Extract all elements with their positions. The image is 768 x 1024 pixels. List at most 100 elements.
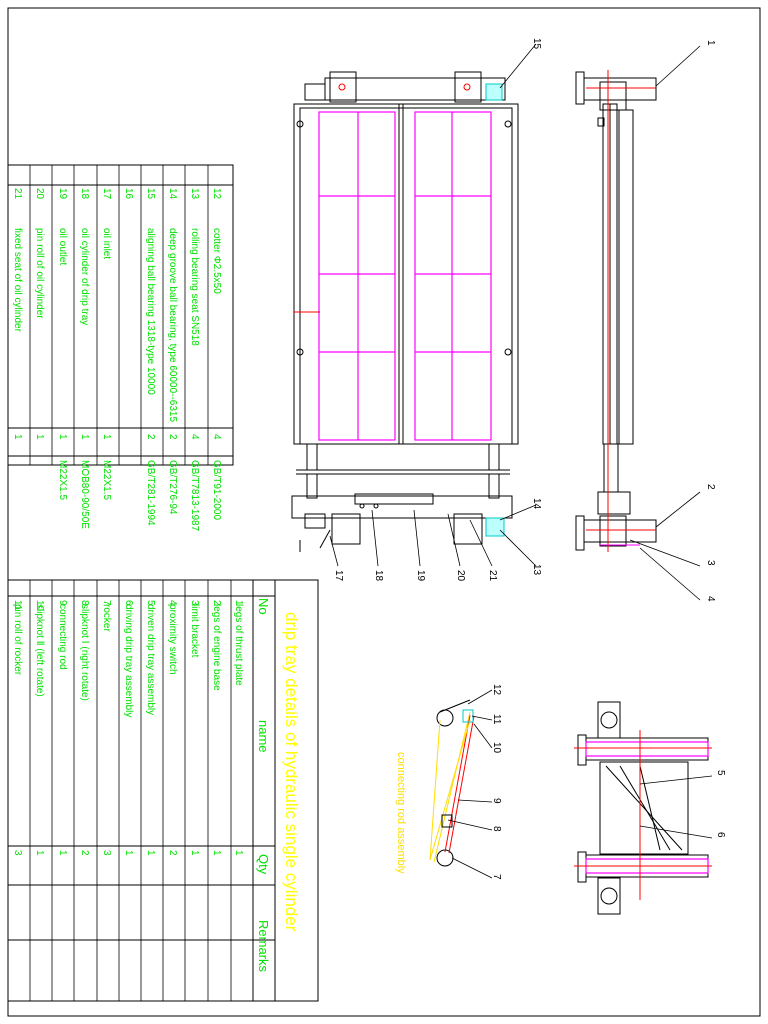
balloon-10: 10 — [491, 742, 502, 754]
parts-table-upper — [7, 164, 234, 466]
parts-upper-cell-remarks: GB/T7813-1987 — [189, 460, 200, 532]
drip-tray-panels — [318, 111, 492, 441]
parts-upper-cell-no: 18 — [79, 188, 90, 200]
parts-upper-cell-remarks: GB/T91-2000 — [211, 460, 222, 520]
parts-upper-cell-name: oil outlet — [57, 228, 68, 265]
balloon-21: 21 — [487, 570, 498, 582]
subassembly-label: connecting rod assembly — [395, 752, 407, 874]
section-view — [577, 701, 709, 915]
parts-upper-cell-remarks: M22X1.5 — [101, 460, 112, 500]
parts-upper-cell-no: 17 — [101, 188, 112, 200]
parts-upper-cell-name: aligning ball bearing 1318-type 10000 — [145, 228, 156, 395]
balloon-18: 18 — [373, 570, 384, 582]
part-balloons: 1 2 3 4 5 6 15 14 13 17 18 19 20 21 12 1… — [333, 38, 726, 880]
balloon-7: 7 — [491, 874, 502, 880]
parts-lower-cell-qty: 3 — [101, 850, 112, 856]
balloon-19: 19 — [415, 570, 426, 582]
parts-lower-cell-name: legs of thrust plate — [233, 604, 244, 686]
balloon-12: 12 — [491, 684, 502, 696]
balloon-17: 17 — [333, 570, 344, 582]
parts-lower-cell-qty: 1 — [211, 850, 222, 856]
balloon-4: 4 — [705, 596, 716, 602]
balloon-14: 14 — [531, 498, 542, 510]
parts-lower-cell-qty: 2 — [167, 850, 178, 856]
parts-upper-cell-no: 15 — [145, 188, 156, 200]
parts-upper-cell-qty: 1 — [57, 434, 68, 440]
parts-upper-cell-no: 16 — [123, 188, 134, 200]
parts-upper-cell-no: 21 — [12, 188, 23, 200]
balloon-13: 13 — [531, 564, 542, 576]
parts-upper-cell-no: 13 — [189, 188, 200, 200]
parts-upper-cell-name: oil cylinder of drip tray — [79, 228, 90, 325]
parts-lower-cell-name: proximity switch — [167, 604, 178, 675]
parts-lower-cell-name: slipknot Ⅰ (right rotate) — [79, 604, 90, 701]
parts-lower-cell-no: 9 — [57, 600, 68, 606]
parts-upper-cell-name: fixed seat of oil cylinder — [12, 228, 23, 333]
balloon-9: 9 — [491, 798, 502, 804]
parts-lower-cell-no: 2 — [211, 600, 222, 606]
parts-lower-cell-name: driving drip tray assembly — [123, 604, 134, 717]
parts-lower-cell-name: limit bracket — [189, 604, 200, 658]
parts-lower-cell-qty: 1 — [57, 850, 68, 856]
balloon-8: 8 — [491, 826, 502, 832]
plan-view — [291, 71, 519, 552]
balloon-3: 3 — [705, 560, 716, 566]
parts-upper-cell-name: rolling bearing seat SN518 — [189, 228, 200, 346]
parts-lower-cell-no: 8 — [79, 600, 90, 606]
parts-upper-cell-qty: 4 — [211, 434, 222, 440]
parts-upper-cell-qty: 1 — [79, 434, 90, 440]
parts-lower-cell-name: connecting rod — [57, 604, 68, 670]
balloon-1: 1 — [705, 40, 716, 46]
parts-lower-cell-qty: 1 — [145, 850, 156, 856]
parts-lower-cell-no: 11 — [12, 600, 23, 611]
balloon-15: 15 — [531, 38, 542, 50]
balloon-11: 11 — [491, 714, 502, 725]
parts-upper-cell-remarks: GB/T281-1994 — [145, 460, 156, 526]
parts-upper-cell-qty: 2 — [167, 434, 178, 440]
connecting-rod-assembly — [429, 699, 475, 867]
balloon-2: 2 — [705, 484, 716, 490]
parts-lower-cell-name: legs of engine base — [211, 604, 222, 691]
parts-upper-cell-name: cotter Φ2.5x50 — [211, 228, 222, 294]
parts-upper-cell-name: pin roll of oil cylinder — [34, 228, 45, 319]
parts-upper-cell-qty: 2 — [145, 434, 156, 440]
drawing-title: drip tray details of hydraulic single cy… — [282, 612, 301, 932]
parts-lower-cell-qty: 1 — [233, 850, 244, 856]
parts-upper-cell-remarks: M22X1.5 — [57, 460, 68, 500]
parts-table-lower — [7, 579, 319, 1002]
parts-lower-cell-no: 5 — [145, 600, 156, 606]
parts-lower-cell-no: 7 — [101, 600, 112, 606]
balloon-5: 5 — [715, 770, 726, 776]
balloon-20: 20 — [455, 570, 466, 582]
parts-lower-cell-qty: 2 — [79, 850, 90, 856]
parts-upper-cell-name: oil inlet — [101, 228, 112, 259]
header-no: No — [256, 598, 271, 615]
parts-lower-cell-qty: 3 — [12, 850, 23, 856]
header-remarks: Remarks — [256, 920, 271, 973]
side-view — [575, 71, 657, 551]
parts-upper-cell-qty: 1 — [12, 434, 23, 440]
parts-lower-cell-no: 4 — [167, 600, 178, 606]
parts-upper-cell-remarks: MOB80-90/50E — [79, 460, 90, 529]
parts-lower-cell-name: slipknot Ⅱ (left rotate) — [34, 604, 45, 697]
parts-upper-cell-no: 19 — [57, 188, 68, 200]
header-name: name — [256, 720, 271, 753]
parts-upper-cell-no: 20 — [34, 188, 45, 200]
parts-lower-cell-no: 10 — [34, 600, 45, 612]
parts-upper-cell-qty: 1 — [101, 434, 112, 440]
parts-lower-cell-name: pin roll of rocker — [12, 604, 23, 676]
parts-lower-cell-no: 3 — [189, 600, 200, 606]
parts-lower-cell-no: 6 — [123, 600, 134, 606]
parts-upper-cell-qty: 1 — [34, 434, 45, 440]
parts-lower-cell-qty: 1 — [189, 850, 200, 856]
parts-lower-cell-qty: 1 — [34, 850, 45, 856]
drawing-border — [7, 7, 761, 1017]
parts-lower-cell-name: driven drip tray assembly — [145, 604, 156, 715]
header-qty: Qty — [256, 854, 271, 875]
parts-lower-cell-no: 1 — [233, 600, 244, 606]
parts-upper-cell-name: deep groove ball bearing, type 60000--63… — [167, 228, 178, 422]
parts-upper-cell-qty: 4 — [189, 434, 200, 440]
parts-lower-cell-qty: 1 — [123, 850, 134, 856]
parts-upper-cell-no: 12 — [211, 188, 222, 200]
